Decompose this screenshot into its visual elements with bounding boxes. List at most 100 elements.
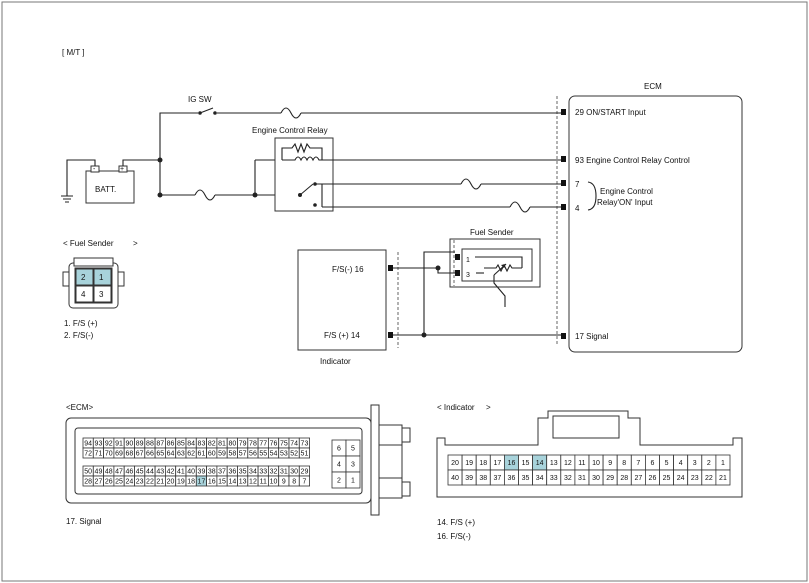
ecm-pin-51: 51 xyxy=(301,451,309,458)
ecm-side-pin-2: 2 xyxy=(337,478,341,485)
ecm-pin-59: 59 xyxy=(218,451,226,458)
ecm-pin-80: 80 xyxy=(228,441,236,448)
ecm-pin-28: 28 xyxy=(84,479,92,486)
indicator-pin-19: 19 xyxy=(465,460,473,467)
ecm-pin-7: 7 xyxy=(575,180,580,189)
ecm-connector-neck xyxy=(378,444,403,479)
ecm-pin-90: 90 xyxy=(125,441,133,448)
indicator-legend-2: 16. F/S(-) xyxy=(437,532,471,541)
ecm-input-brace xyxy=(587,181,597,211)
indicator-fs-plus-label: F/S (+) 14 xyxy=(324,331,360,340)
ecm-side-pin-5: 5 xyxy=(351,446,355,453)
ecm-pin-45: 45 xyxy=(136,469,144,476)
fuel-sender-connector-pin-1: 1 xyxy=(99,273,104,282)
indicator-pin-13: 13 xyxy=(550,460,558,467)
ecm-pin-14: 14 xyxy=(228,479,236,486)
ecm-pin-91: 91 xyxy=(115,441,123,448)
ecm-pin-38: 38 xyxy=(208,469,216,476)
indicator-pin-4: 4 xyxy=(679,460,683,467)
ecm-pin-49: 49 xyxy=(95,469,103,476)
fuel-sender-connector-cell-1 xyxy=(93,268,112,286)
junction-3 xyxy=(252,192,258,198)
relay-coil xyxy=(282,156,322,162)
ecm-pin-62: 62 xyxy=(187,451,195,458)
ecm-terminal-7 xyxy=(561,180,566,186)
battery-minus-label: - xyxy=(93,166,96,173)
ecm-pin-15: 15 xyxy=(218,479,226,486)
indicator-pin-15: 15 xyxy=(522,460,530,467)
ig-sw-feed-wire xyxy=(159,112,198,195)
ecm-pin-31: 31 xyxy=(280,469,288,476)
indicator-pin-39: 39 xyxy=(465,475,473,482)
ecm-pin-85: 85 xyxy=(177,441,185,448)
fuel-sender-connector-title-end: > xyxy=(133,239,138,248)
indicator-pin-9: 9 xyxy=(608,460,612,467)
fuel-sender-connector-pin-3: 3 xyxy=(99,290,104,299)
ecm-pin-43: 43 xyxy=(156,469,164,476)
ecm-connector-flange xyxy=(370,404,380,516)
indicator-pin-14: 14 xyxy=(536,460,544,467)
ecm-pin-73: 73 xyxy=(301,441,309,448)
ecm-pin-18: 18 xyxy=(187,479,195,486)
fuel-sender-legend-1: 1. F/S (+) xyxy=(64,319,98,328)
indicator-pin-22: 22 xyxy=(705,475,713,482)
fuel-sender-connector-title: < Fuel Sender xyxy=(63,239,114,248)
ecm-connector-tab-top xyxy=(378,424,403,446)
ecm-pin-77: 77 xyxy=(259,441,267,448)
ecm-pin-50: 50 xyxy=(84,469,92,476)
ecm-pin-93: 93 xyxy=(95,441,103,448)
ecm-connector-title: <ECM> xyxy=(66,403,93,412)
ecm-pin-11: 11 xyxy=(260,479,267,486)
ecm-connector-tab-bottom xyxy=(378,477,403,499)
main-fuse xyxy=(194,189,216,201)
ecm-pin-41: 41 xyxy=(177,469,185,476)
ecm-pin-19: 19 xyxy=(177,479,185,486)
ecm-pin-40: 40 xyxy=(187,469,195,476)
ecm-pin-25: 25 xyxy=(115,479,123,486)
ecm-pin-17: 17 Signal xyxy=(575,332,609,341)
relay-on-input-label-2: Relay'ON' Input xyxy=(597,198,653,207)
ecm-pin-78: 78 xyxy=(249,441,257,448)
ig-sw-fuse xyxy=(280,107,302,119)
ecm-pin-7: 7 xyxy=(302,479,306,486)
ecm-pin-68: 68 xyxy=(125,451,133,458)
ecm-pin-23: 23 xyxy=(136,479,144,486)
ecm-connector-lock-top xyxy=(401,427,411,443)
ecm-pin-51-cell xyxy=(298,447,310,459)
junction-4 xyxy=(421,332,427,338)
ecm-pin-9: 9 xyxy=(282,479,286,486)
fuse-pin4 xyxy=(509,201,531,213)
fuel-sender-float-arm xyxy=(493,275,506,307)
ecm-label: ECM xyxy=(644,82,662,91)
indicator-pin-33: 33 xyxy=(550,475,558,482)
ecm-pin-44: 44 xyxy=(146,469,154,476)
indicator-pin-29: 29 xyxy=(606,475,614,482)
indicator-pin-35: 35 xyxy=(522,475,530,482)
ecm-pin-92: 92 xyxy=(105,441,113,448)
fuel-sender-connector-latch xyxy=(73,257,114,267)
ecm-pin-79: 79 xyxy=(239,441,247,448)
ecm-pin-22: 22 xyxy=(146,479,154,486)
ecm-pin-94: 94 xyxy=(84,441,92,448)
indicator-pin-31: 31 xyxy=(578,475,586,482)
ecm-terminal-17 xyxy=(561,333,566,339)
indicator-pin-12: 12 xyxy=(564,460,572,467)
ig-sw-contact-b xyxy=(213,111,217,115)
junction-5 xyxy=(435,265,441,271)
ecm-pin-83: 83 xyxy=(198,441,206,448)
relay-label: Engine Control Relay xyxy=(252,126,328,135)
ecm-pin-12: 12 xyxy=(249,479,257,486)
indicator-pin-11: 11 xyxy=(578,460,585,467)
ecm-pin-39: 39 xyxy=(198,469,206,476)
ecm-pin-8: 8 xyxy=(292,479,296,486)
ecm-pin-66: 66 xyxy=(146,451,154,458)
indicator-pin-34: 34 xyxy=(536,475,544,482)
relay-on-input-label-1: Engine Control xyxy=(600,187,653,196)
indicator-pin-37: 37 xyxy=(493,475,501,482)
ecm-pin-86: 86 xyxy=(167,441,175,448)
ecm-pin-74: 74 xyxy=(290,441,298,448)
fuse-pin7 xyxy=(460,178,482,190)
